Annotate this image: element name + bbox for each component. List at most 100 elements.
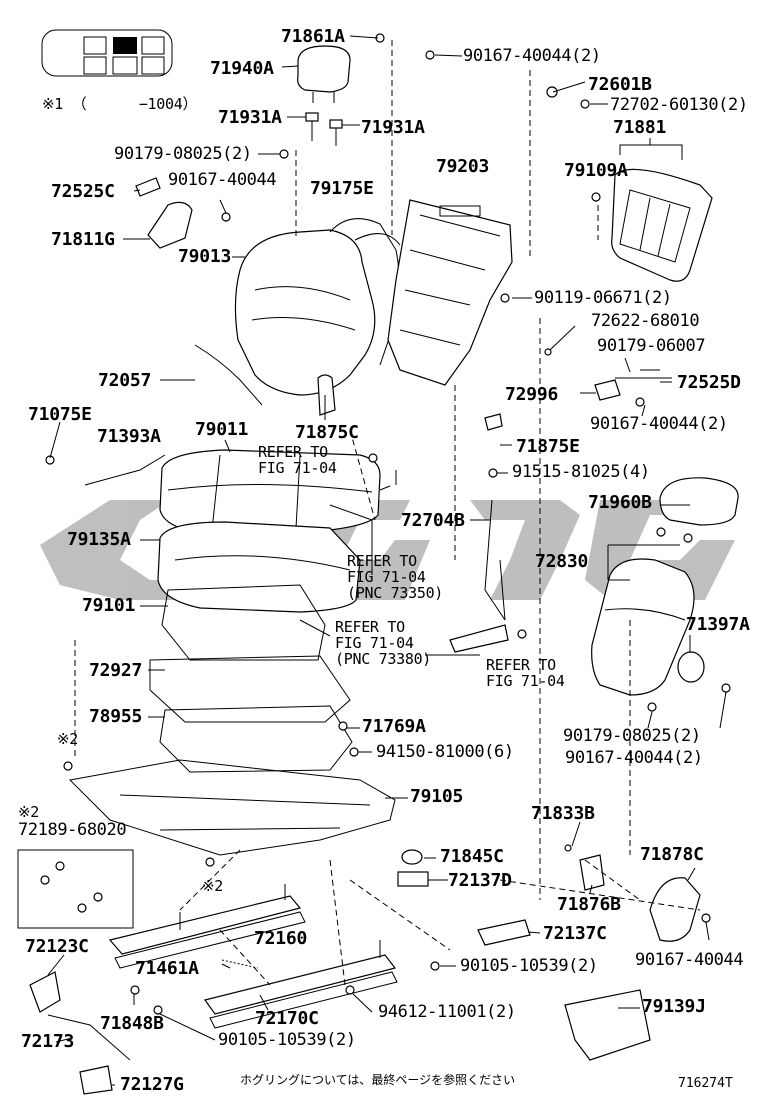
part-72137d[interactable]: 72137D (448, 870, 512, 891)
part-71881[interactable]: 71881 (613, 117, 667, 138)
part-71845c[interactable]: 71845C (440, 846, 504, 867)
part-71940a[interactable]: 71940A (210, 58, 274, 79)
mark-2-b: ※2 (202, 877, 223, 895)
part-79135a[interactable]: 79135A (67, 529, 131, 550)
part-71833b[interactable]: 71833B (531, 803, 595, 824)
cable-72704b (484, 499, 506, 621)
part-71960b[interactable]: 71960B (588, 492, 652, 513)
cable-72173 (47, 1014, 131, 1061)
part-71848b[interactable]: 71848B (100, 1013, 164, 1034)
refer-note-3[interactable]: REFER TO FIG 71-04 (PNC 73380) (335, 618, 432, 668)
bracket-72137d (397, 871, 429, 887)
part-72123c[interactable]: 72123C (25, 936, 89, 957)
part-91515-81025[interactable]: 91515-81025(4) (512, 462, 650, 482)
part-72704b[interactable]: 72704B (401, 510, 465, 531)
part-94612-11001[interactable]: 94612-11001(2) (378, 1002, 516, 1022)
part-72160[interactable]: 72160 (254, 928, 308, 949)
part-79101[interactable]: 79101 (82, 595, 136, 616)
part-78955[interactable]: 78955 (89, 706, 143, 727)
part-71769a[interactable]: 71769A (362, 716, 426, 737)
part-90167-40044a[interactable]: 90167-40044 (168, 170, 277, 190)
bracket-71876b (579, 854, 605, 891)
part-71878c[interactable]: 71878C (640, 844, 704, 865)
part-79109a[interactable]: 79109A (564, 160, 628, 181)
cushion-pad-79135a (157, 521, 361, 613)
inset-mark-2: ※2 (18, 803, 39, 821)
tray-79139j (564, 989, 651, 1061)
part-71861a[interactable]: 71861A (281, 26, 345, 47)
cover-71875c (317, 374, 336, 416)
part-79175e[interactable]: 79175E (310, 178, 374, 199)
headrest-71960b (659, 477, 739, 526)
part-72137c[interactable]: 72137C (543, 923, 607, 944)
cushion-base-78955 (159, 705, 353, 773)
headrest-71940a (297, 45, 351, 103)
cover-72996 (594, 379, 621, 401)
cable-71393a (84, 454, 166, 486)
part-72601b[interactable]: 72601B (588, 74, 652, 95)
cover-72127g (79, 1065, 113, 1095)
part-90167-40044b[interactable]: 90167-40044 (635, 950, 744, 970)
part-79011[interactable]: 79011 (195, 419, 249, 440)
part-71875c[interactable]: 71875C (295, 422, 359, 443)
cover-71875e (484, 413, 503, 431)
part-90179-06007[interactable]: 90179-06007 (597, 336, 706, 356)
part-72173[interactable]: 72173 (21, 1031, 75, 1052)
seatback-cover-79013 (234, 218, 401, 396)
part-90105-10539a[interactable]: 90105-10539(2) (460, 956, 598, 976)
part-79013[interactable]: 79013 (178, 246, 232, 267)
inset-note: ※1 （ −1004） (42, 95, 198, 113)
vehicle-inset-icon (41, 29, 173, 77)
dashed-guides (74, 40, 701, 986)
part-72525d[interactable]: 72525D (677, 372, 741, 393)
part-72057[interactable]: 72057 (98, 370, 152, 391)
seat-frame-79105 (68, 759, 396, 856)
refer-note-1[interactable]: REFER TO FIG 71-04 (258, 443, 337, 477)
part-71075e[interactable]: 71075E (28, 404, 92, 425)
footer-note: ホグリングについては、最終ページを参照ください (240, 1073, 516, 1087)
leader-lines (47, 35, 727, 1086)
inset-box (17, 849, 134, 929)
part-71876b[interactable]: 71876B (557, 894, 621, 915)
part-79105[interactable]: 79105 (410, 786, 464, 807)
part-79139j[interactable]: 79139J (642, 996, 706, 1017)
part-90179-08025-2b[interactable]: 90179-08025(2) (563, 726, 701, 746)
part-71931a-1[interactable]: 71931A (218, 107, 282, 128)
part-72702-60130[interactable]: 72702-60130(2) (610, 95, 748, 115)
seatback-board-71881 (611, 168, 713, 282)
part-72927[interactable]: 72927 (89, 660, 143, 681)
cushion-pan-72927 (149, 655, 351, 723)
cable-72057 (194, 344, 263, 406)
lever-72525d (615, 369, 672, 379)
part-71393a[interactable]: 71393A (97, 426, 161, 447)
part-94150-81000[interactable]: 94150-81000(6) (376, 742, 514, 762)
part-71931a-2[interactable]: 71931A (361, 117, 425, 138)
part-90179-08025-2a[interactable]: 90179-08025(2) (114, 144, 252, 164)
mark-2-a: ※2 (57, 730, 78, 748)
part-72622-68010[interactable]: 72622-68010 (591, 311, 700, 331)
part-90167-40044-2c[interactable]: 90167-40044(2) (565, 748, 703, 768)
part-72830[interactable]: 72830 (535, 551, 589, 572)
part-72127g[interactable]: 72127G (120, 1074, 184, 1095)
part-90167-40044-2b[interactable]: 90167-40044(2) (590, 414, 728, 434)
side-seatback-72830 (591, 558, 695, 696)
cover-71811g (147, 201, 193, 249)
part-71461a[interactable]: 71461A (135, 958, 199, 979)
figure-id: 716274T (678, 1076, 733, 1091)
part-90167-40044-2a[interactable]: 90167-40044(2) (463, 46, 601, 66)
refer-note-2[interactable]: REFER TO FIG 71-04 (PNC 73350) (347, 552, 444, 602)
part-72170c[interactable]: 72170C (255, 1008, 319, 1029)
refer-note-4[interactable]: REFER TO FIG 71-04 (486, 656, 565, 690)
part-71811g[interactable]: 71811G (51, 229, 115, 250)
part-90105-10539b[interactable]: 90105-10539(2) (218, 1030, 356, 1050)
part-72525c[interactable]: 72525C (51, 181, 115, 202)
part-72996[interactable]: 72996 (505, 384, 559, 405)
cap-71397a (677, 651, 705, 683)
part-71397a[interactable]: 71397A (686, 614, 750, 635)
inset-part-72189-68020[interactable]: 72189-68020 (18, 820, 127, 840)
part-71875e[interactable]: 71875E (516, 436, 580, 457)
part-90119-06671[interactable]: 90119-06671(2) (534, 288, 672, 308)
part-79203[interactable]: 79203 (436, 156, 490, 177)
